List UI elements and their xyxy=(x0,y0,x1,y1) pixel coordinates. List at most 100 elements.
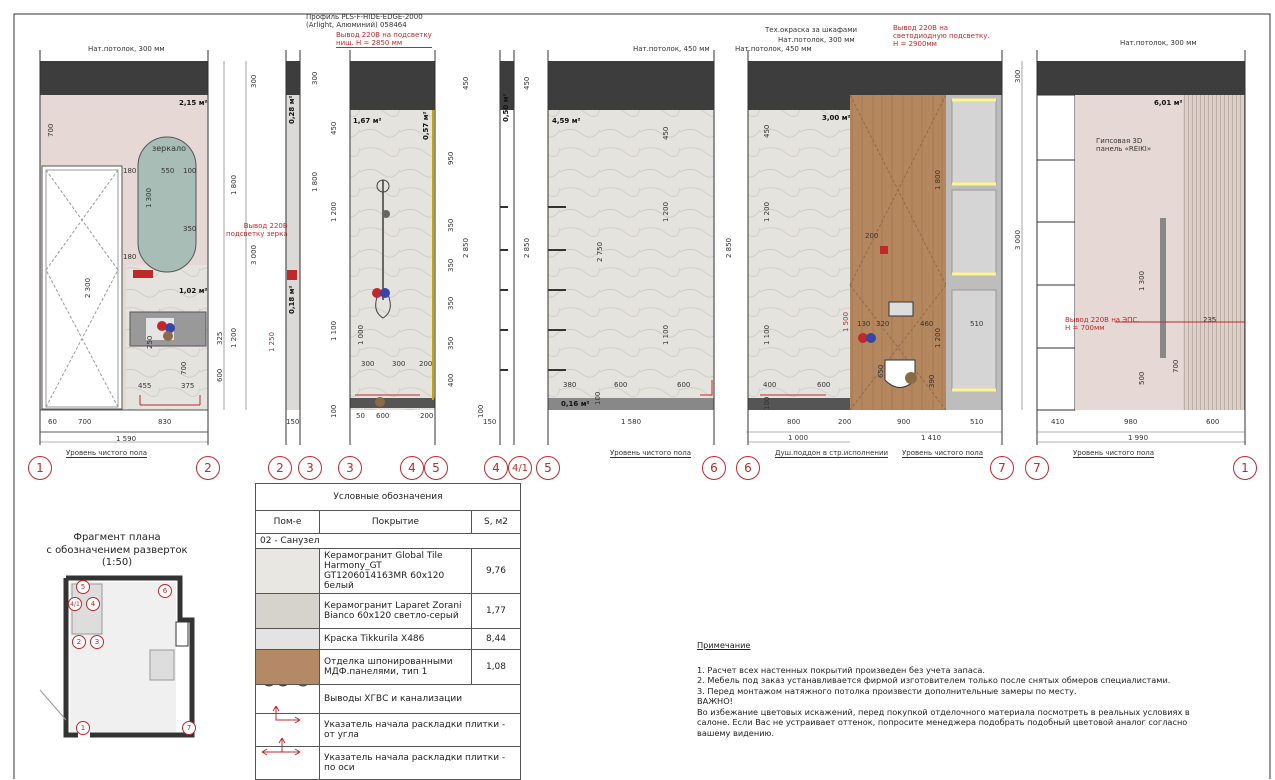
plan-marker: 7 xyxy=(182,721,196,735)
dim-text: 2 850 xyxy=(523,237,531,258)
dim-text: 300 xyxy=(1014,69,1022,83)
axis-marker: 1 xyxy=(1233,456,1257,480)
dim-text: 510 xyxy=(970,320,984,328)
dim-text: 450 xyxy=(330,121,338,135)
dim-text: 980 xyxy=(1124,418,1138,426)
elevation-6-7 xyxy=(747,50,1003,445)
notes-block: Примечание 1. Расчет всех настенных покр… xyxy=(697,640,1217,738)
profile-note: Профиль PLS-F-HIDE-EDGE-2000 (Arlight, А… xyxy=(306,13,423,30)
sheet-frame xyxy=(13,13,1271,779)
dim-text: 1 200 xyxy=(330,201,338,222)
elevation-7-1 xyxy=(1036,50,1246,445)
floor-level-label: Уровень чистого пола xyxy=(66,449,148,458)
dim-text: 1 200 xyxy=(934,327,942,348)
elevation-3-5 xyxy=(349,50,436,445)
ceiling-label: Нат.потолок, 450 мм xyxy=(735,45,812,53)
niche-outlet-note: Вывод 220В на подсветку ниш. H = 2850 мм xyxy=(336,31,432,49)
dim-text: 1 100 xyxy=(330,320,338,341)
dim-text: 250 xyxy=(146,335,154,349)
dim-text: 700 xyxy=(78,418,92,426)
area-label: 1,02 м² xyxy=(179,287,208,295)
area-label: 0,18 м² xyxy=(288,285,296,315)
dim-text: 2 300 xyxy=(84,277,92,298)
shower-tray-label: Душ.поддон в стр.исполнении xyxy=(775,449,889,458)
axis-marker: 7 xyxy=(1025,456,1049,480)
dim-text: 200 xyxy=(419,360,433,368)
elevation-5-6 xyxy=(547,50,715,445)
legend-row-name: Керамогранит Global Tile Harmony_GT GT12… xyxy=(319,548,472,594)
dim-text: 1 300 xyxy=(145,187,153,208)
dim-text: 1 200 xyxy=(662,201,670,222)
dim-text: 300 xyxy=(311,71,319,85)
gypsum-panel-note: Гипсовая 3D панель «REIKI» xyxy=(1096,137,1152,154)
dim-text: 2 850 xyxy=(725,237,733,258)
axis-marker: 6 xyxy=(702,456,726,480)
dim-text: 150 xyxy=(483,418,497,426)
dim-text: 1 580 xyxy=(621,418,642,426)
floor-level-label: Уровень чистого пола xyxy=(1073,449,1155,458)
axis-marker: 3 xyxy=(298,456,322,480)
legend-room: 02 - Санузел xyxy=(255,533,521,549)
legend-row-name: Керамогранит Laparet Zorani Bianco 60х12… xyxy=(319,593,472,629)
dim-text: 410 xyxy=(1051,418,1065,426)
dim-text: 100 xyxy=(763,396,771,410)
plan-marker: 3 xyxy=(90,635,104,649)
dim-text: 180 xyxy=(123,167,137,175)
dim-text: 350 xyxy=(447,336,455,350)
dim-text: 1 200 xyxy=(230,327,238,348)
dim-text: 200 xyxy=(838,418,852,426)
legend-col-cover: Покрытие xyxy=(319,510,472,534)
dim-text: 2 850 xyxy=(462,237,470,258)
dim-text: 375 xyxy=(181,382,195,390)
dim-text: 600 xyxy=(216,368,224,382)
area-label: 6,01 м² xyxy=(1154,99,1183,107)
dim-text: 235 xyxy=(1203,316,1217,324)
dim-text: 150 xyxy=(286,418,300,426)
swatch-tile-grey xyxy=(255,593,320,629)
dim-text: 450 xyxy=(523,76,531,90)
dim-text: 300 xyxy=(250,74,258,88)
legend-col-room: Пом-е xyxy=(255,510,320,534)
elevation-2-3 xyxy=(285,50,301,445)
dim-text: 455 xyxy=(138,382,152,390)
dim-text: 3 000 xyxy=(1014,229,1022,250)
dim-text: 60 xyxy=(48,418,57,426)
dim-text: 300 xyxy=(392,360,406,368)
dim-text: 1 000 xyxy=(357,324,365,345)
dim-text: 550 xyxy=(161,167,175,175)
dim-text: 600 xyxy=(1206,418,1220,426)
dim-text: 1 800 xyxy=(230,174,238,195)
area-label: 0,16 м² xyxy=(561,400,590,408)
dim-text: 900 xyxy=(897,418,911,426)
dim-text: 320 xyxy=(876,320,890,328)
mirror-label: зеркало xyxy=(152,144,186,153)
dim-text: 1 590 xyxy=(116,435,137,443)
axis-marker: 2 xyxy=(268,456,292,480)
area-label: 0,50 м² xyxy=(502,93,510,123)
legend-row-area: 1,77 xyxy=(471,593,521,629)
plan-marker: 4/1 xyxy=(68,597,82,611)
swatch-wood xyxy=(255,649,320,685)
dim-text: 2 750 xyxy=(596,241,604,262)
axis-marker: 4 xyxy=(400,456,424,480)
notes-heading: Примечание xyxy=(697,640,751,650)
dim-text: 510 xyxy=(970,418,984,426)
ceiling-label: Нат.потолок, 450 мм xyxy=(633,45,710,53)
outlets-symbol-cell xyxy=(255,684,320,714)
dim-text: 600 xyxy=(614,381,628,389)
eps-outlet-note: Вывод 220В на ЭПС. H = 700мм xyxy=(1065,316,1140,333)
dim-text: 800 xyxy=(787,418,801,426)
dim-text: 1 990 xyxy=(1128,434,1149,442)
legend-outlets: Выводы ХГВС и канализации xyxy=(319,684,521,714)
note-5: Во избежание цветовых искажений, перед п… xyxy=(697,706,1190,738)
mirror-outlet-note: Вывод 220В подсветку зерка xyxy=(226,222,288,239)
dim-text: 400 xyxy=(763,381,777,389)
dim-text: 460 xyxy=(920,320,934,328)
legend-col-area: S, м2 xyxy=(471,510,521,534)
dim-text: 100 xyxy=(477,404,485,418)
plan-marker: 5 xyxy=(76,580,90,594)
plan-marker: 4 xyxy=(86,597,100,611)
dim-text: 600 xyxy=(817,381,831,389)
